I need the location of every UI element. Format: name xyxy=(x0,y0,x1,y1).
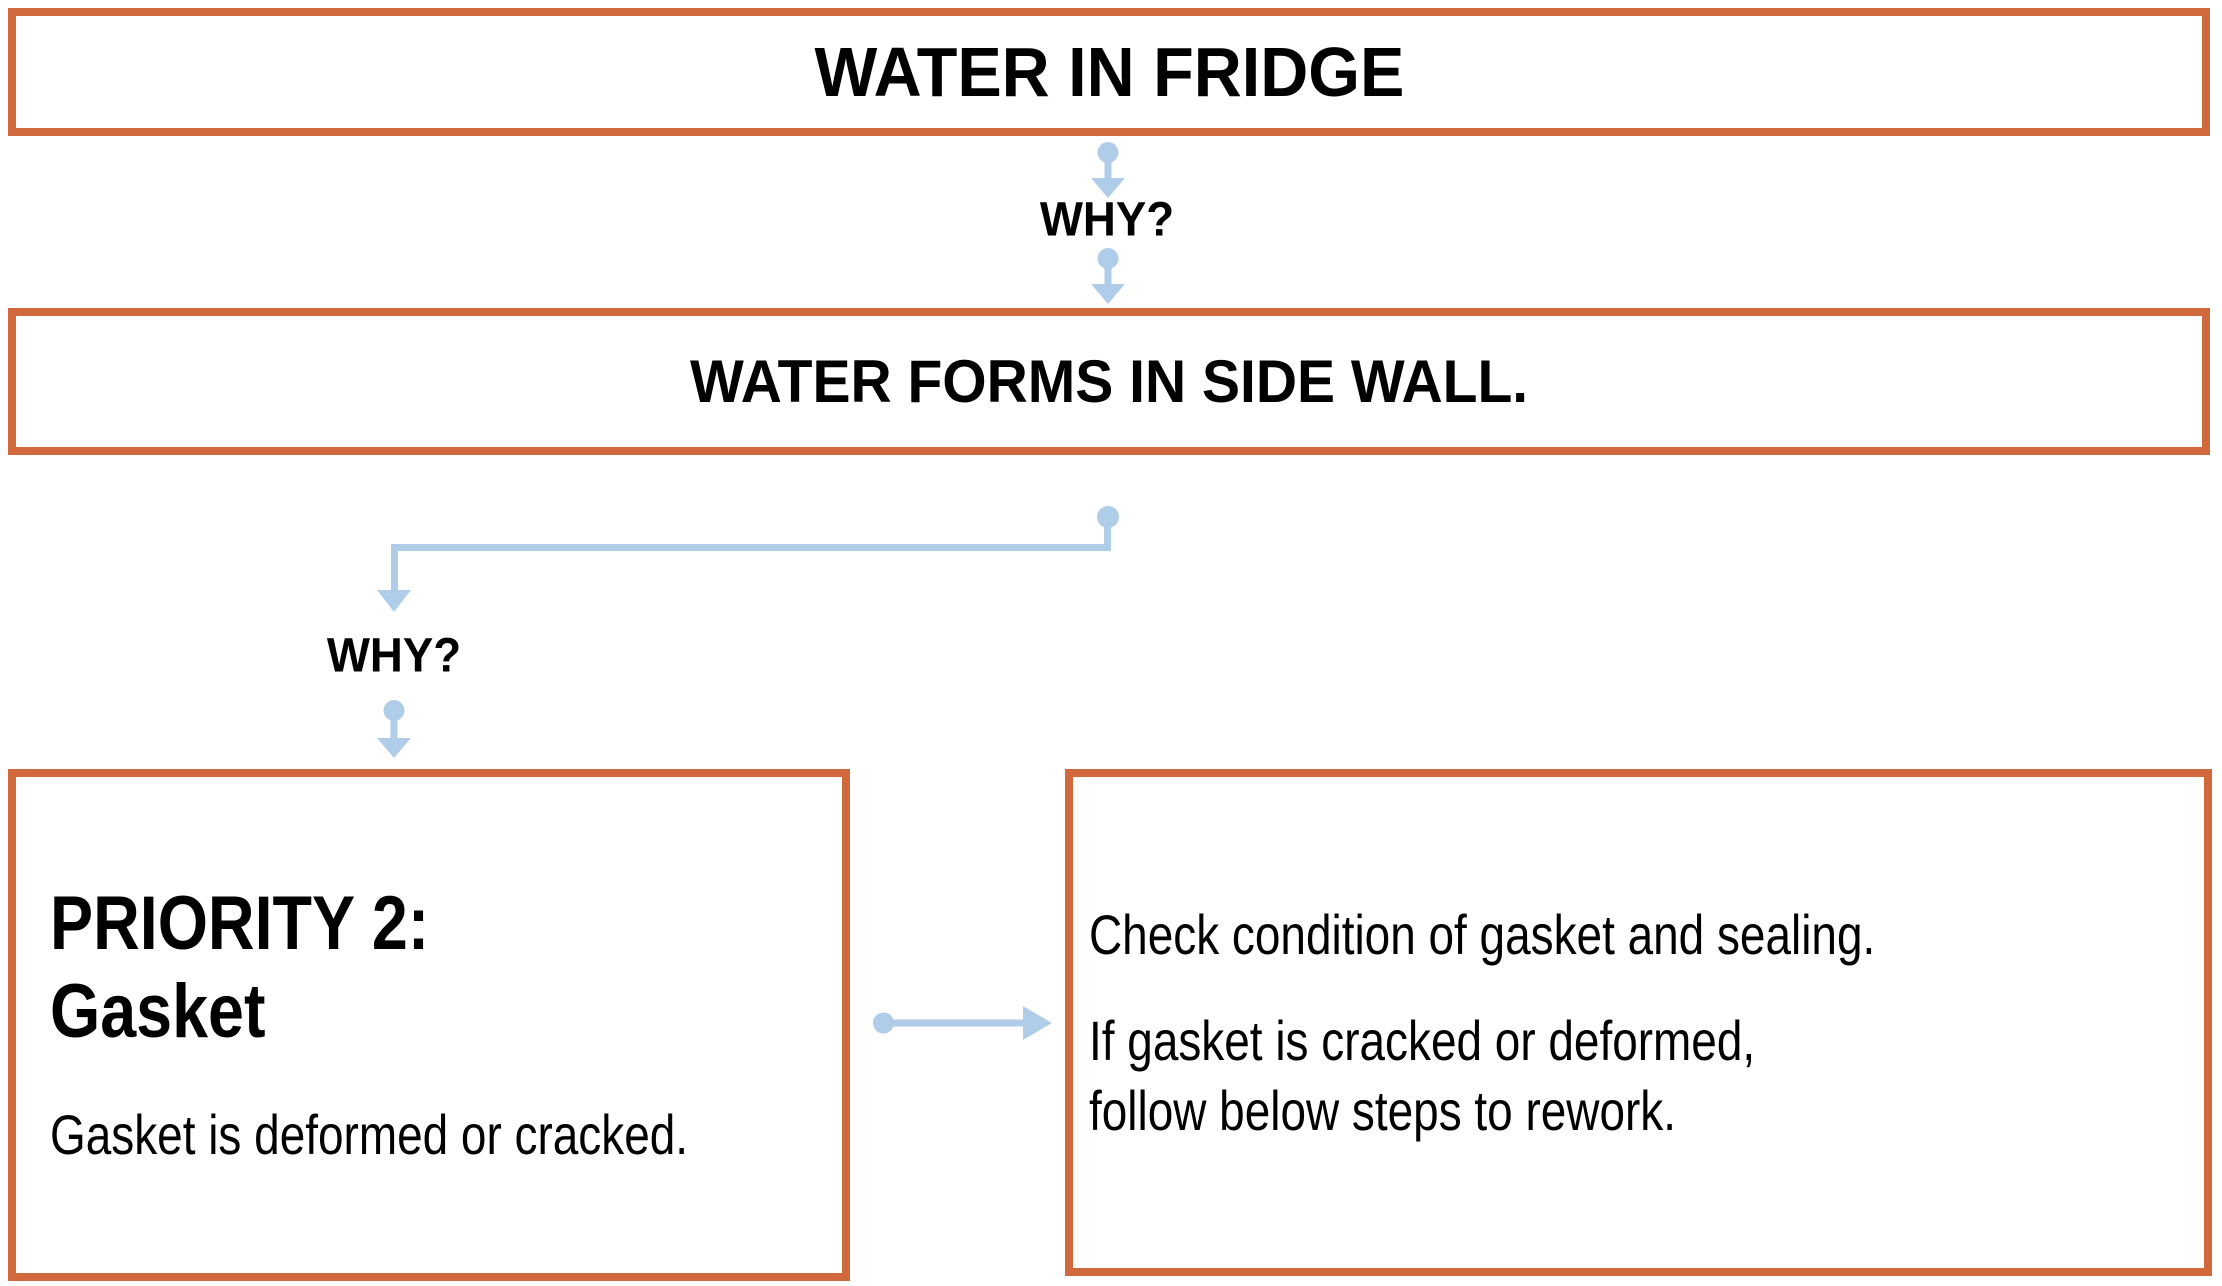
priority-box: PRIORITY 2: Gasket Gasket is deformed or… xyxy=(8,769,850,1281)
arrow-down-icon xyxy=(1091,248,1125,304)
problem-box: WATER IN FRIDGE xyxy=(8,8,2210,136)
priority-box-heading: PRIORITY 2: Gasket xyxy=(50,880,429,1056)
priority-box-body: Gasket is deformed or cracked. xyxy=(50,1103,689,1167)
connector-line-vertical xyxy=(1104,517,1111,551)
cause-box-label: WATER FORMS IN SIDE WALL. xyxy=(689,348,1529,415)
action-box: Check condition of gasket and sealing. I… xyxy=(1065,769,2212,1276)
arrow-down-icon xyxy=(377,700,411,758)
action-paragraph-2-line1: If gasket is cracked or deformed, xyxy=(1089,1008,1756,1072)
why-label-top: WHY? xyxy=(1039,193,1175,247)
cause-box: WATER FORMS IN SIDE WALL. xyxy=(8,308,2210,455)
arrow-down-icon xyxy=(1091,142,1125,198)
connector-arrowhead-icon xyxy=(377,590,411,612)
problem-box-label: WATER IN FRIDGE xyxy=(814,33,1404,111)
arrow-right-icon xyxy=(873,1006,1052,1040)
action-paragraph-2: If gasket is cracked or deformed, follow… xyxy=(1089,1006,1755,1146)
priority-box-heading-line2: Gasket xyxy=(50,969,266,1054)
action-paragraph-1: Check condition of gasket and sealing. xyxy=(1089,902,1876,966)
connector-line-horizontal xyxy=(391,544,1111,551)
why-label-left: WHY? xyxy=(326,629,462,683)
action-paragraph-2-line2: follow below steps to rework. xyxy=(1089,1078,1677,1142)
priority-box-heading-line1: PRIORITY 2: xyxy=(50,880,430,966)
connector-line-drop xyxy=(391,544,398,590)
